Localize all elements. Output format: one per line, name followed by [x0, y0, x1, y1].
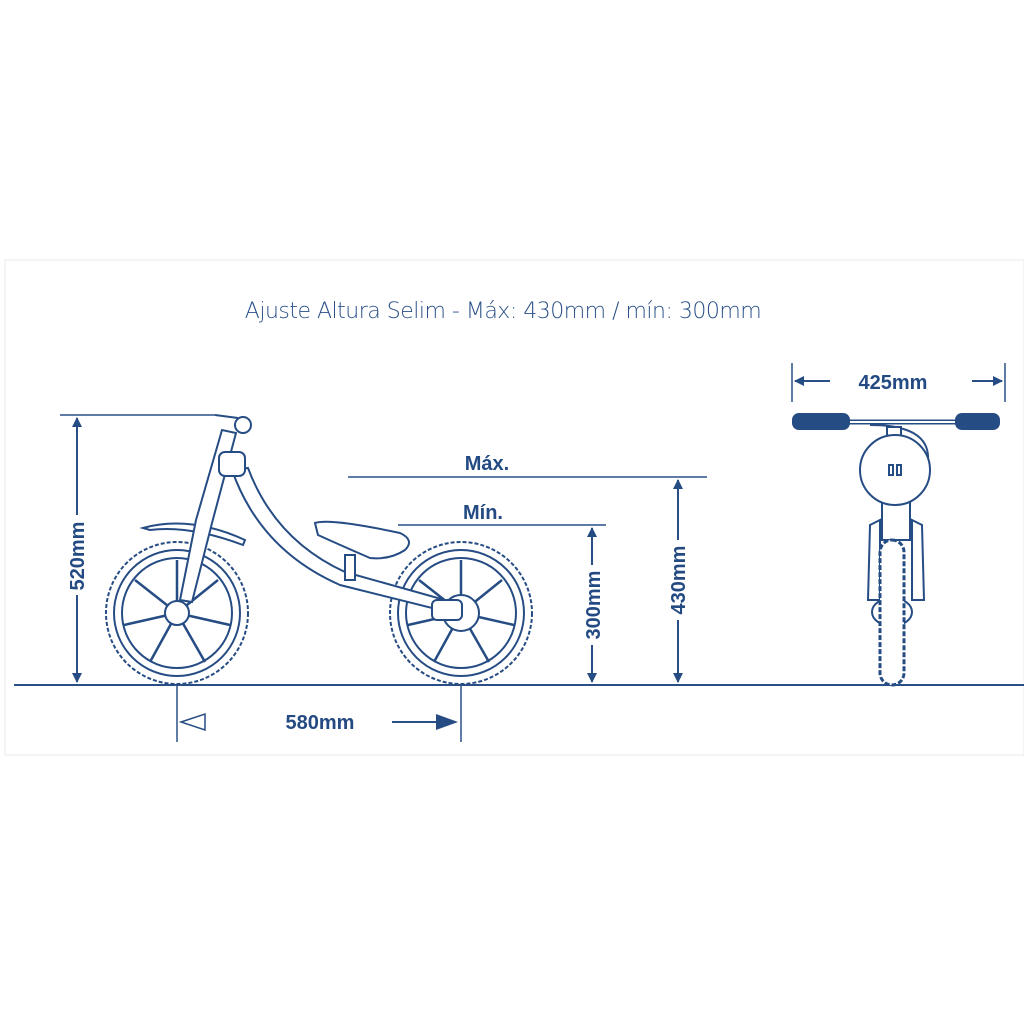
seat — [313, 520, 410, 560]
seat-min-dimension: 300mm — [580, 527, 606, 683]
wheelbase-dimension: 580mm — [176, 650, 462, 742]
wheelbase-label: 580mm — [286, 712, 355, 734]
number-plate — [859, 434, 931, 506]
diagram-title: Ajuste Altura Selim - Máx: 430mm / mín: … — [245, 299, 761, 324]
rear-dropout — [431, 599, 463, 621]
front-tire — [878, 538, 906, 687]
diagram-frame — [4, 259, 1024, 756]
total-height-dimension: 520mm — [60, 414, 215, 683]
seat-min-label: Mín. — [463, 502, 503, 524]
total-height-label: 520mm — [67, 522, 89, 591]
seat-max-value: 430mm — [668, 546, 690, 615]
bike-front-view — [792, 413, 1000, 687]
handlebar-width-label: 425mm — [859, 372, 928, 394]
seat-post — [344, 554, 356, 581]
seat-min-value: 300mm — [583, 571, 605, 640]
right-grip — [955, 413, 1000, 430]
left-grip — [792, 413, 850, 430]
seat-max-dimension: 430mm — [665, 479, 691, 683]
front-fender — [139, 522, 247, 547]
handlebar-width-dimension: 425mm — [791, 363, 1006, 402]
handlebar — [214, 414, 253, 434]
seat-max-label: Máx. — [465, 453, 509, 475]
headset — [218, 451, 246, 477]
bike-side-view — [105, 414, 533, 685]
front-wheel — [105, 541, 249, 685]
